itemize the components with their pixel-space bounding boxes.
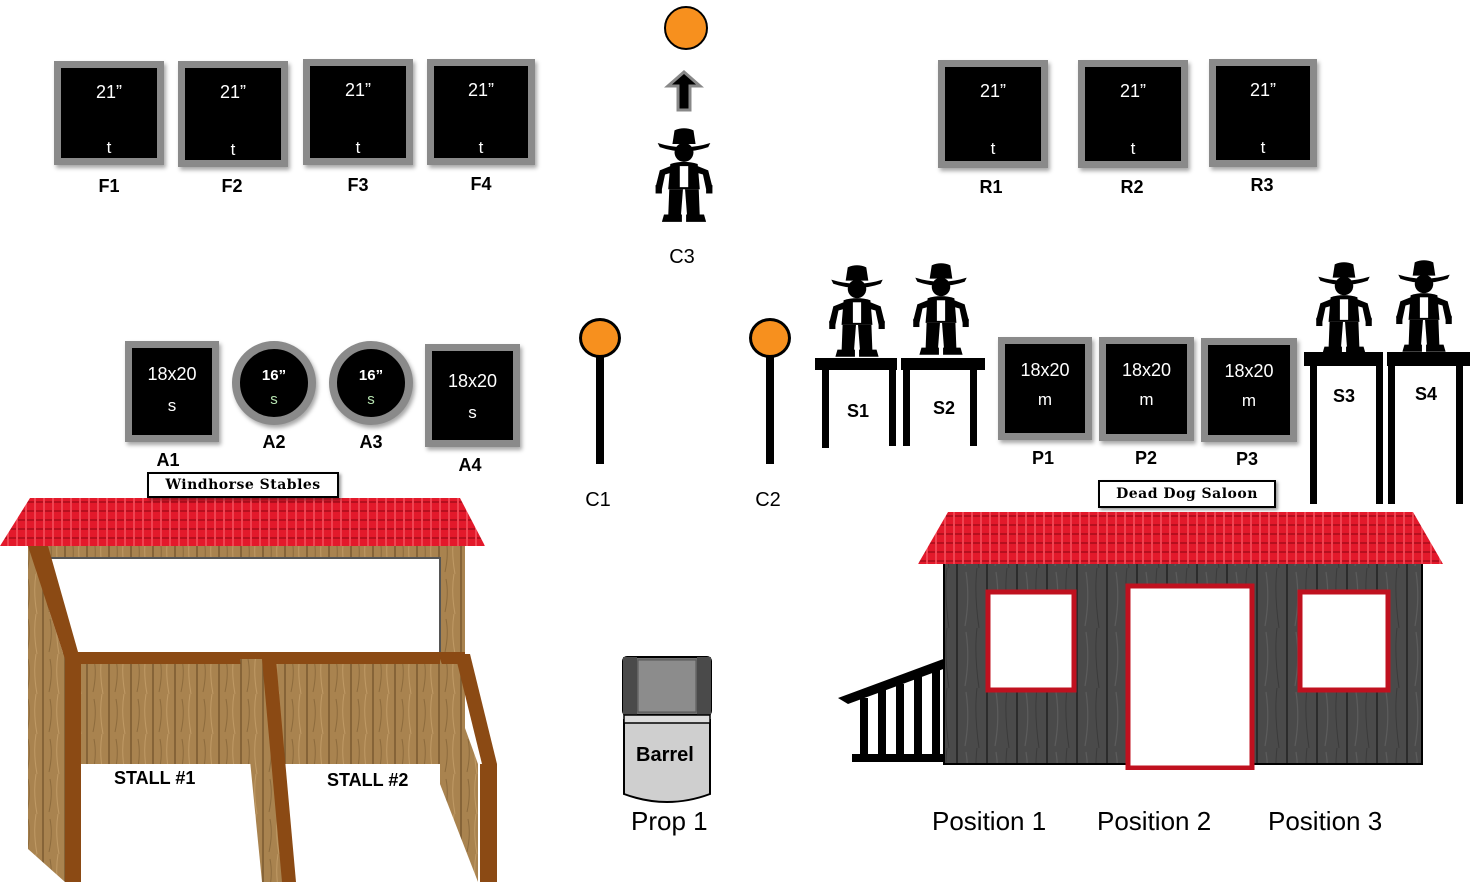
target-type: s	[367, 391, 375, 408]
target-size: 16”	[261, 367, 287, 384]
target-type: t	[1130, 139, 1136, 158]
label-f2: F2	[221, 176, 243, 196]
arrow-up-icon	[664, 70, 704, 112]
label-r2: R2	[1120, 177, 1144, 197]
target-size: 21”	[95, 82, 122, 102]
target-type: s	[468, 403, 477, 422]
target-type: t	[355, 138, 361, 157]
orange-plate-c1	[579, 318, 621, 358]
target-type: t	[1260, 138, 1266, 157]
target-type: s	[167, 396, 177, 415]
saloon-sign: Dead Dog Saloon	[1098, 480, 1276, 508]
target-f3: 21” t	[303, 59, 413, 165]
label-p3: P3	[1235, 449, 1259, 469]
cowboy-target-s4	[1388, 256, 1460, 354]
stand-s1-s2	[815, 358, 985, 448]
target-r1: 21” t	[938, 60, 1048, 168]
label-p1: P1	[1031, 448, 1055, 468]
target-size: 21”	[1119, 81, 1146, 101]
target-p2: 18x20 m	[1099, 337, 1194, 441]
target-a1: 18x20 s	[125, 341, 219, 442]
target-type: t	[230, 140, 236, 159]
label-f3: F3	[347, 175, 369, 195]
target-f1: 21” t	[54, 61, 164, 165]
position-1-label: Position 1	[932, 806, 1047, 836]
target-type: s	[270, 391, 278, 408]
stall-2-label: STALL #2	[327, 770, 409, 790]
target-a4: 18x20 s	[425, 344, 520, 447]
target-f2: 21” t	[178, 61, 288, 167]
stall-1-label: STALL #1	[114, 768, 196, 788]
orange-plate-c3	[664, 6, 708, 50]
label-c2: C2	[755, 489, 781, 511]
label-c3: C3	[669, 246, 695, 268]
cowboy-target-s3	[1308, 258, 1380, 356]
label-s4: S4	[1414, 384, 1438, 404]
label-s2: S2	[932, 398, 956, 418]
target-size: 21”	[219, 82, 246, 102]
label-f4: F4	[470, 174, 492, 194]
label-a1: A1	[156, 450, 180, 470]
target-size: 21”	[1249, 80, 1276, 100]
label-f1: F1	[98, 176, 120, 196]
target-size: 21”	[344, 80, 371, 100]
target-size: 18x20	[447, 371, 498, 391]
position-2-label: Position 2	[1097, 806, 1212, 836]
barrel-icon	[622, 656, 712, 803]
target-type: t	[478, 138, 484, 157]
barrel-label: Barrel	[636, 744, 694, 766]
target-a3: 16” s	[329, 341, 413, 425]
target-r3: 21” t	[1209, 59, 1317, 167]
saloon-building	[838, 512, 1443, 770]
target-p1: 18x20 m	[998, 337, 1092, 440]
label-r3: R3	[1250, 175, 1274, 195]
target-type: t	[106, 138, 112, 157]
target-r2: 21” t	[1078, 60, 1188, 168]
target-size: 18x20	[1020, 360, 1070, 380]
target-type: t	[990, 139, 996, 158]
target-f4: 21” t	[427, 59, 535, 165]
stand-s3-s4	[1304, 352, 1470, 504]
target-size: 18x20	[1224, 361, 1274, 381]
target-type: m	[1037, 390, 1053, 409]
label-a3: A3	[359, 432, 383, 452]
label-a2: A2	[262, 432, 286, 452]
label-s1: S1	[846, 401, 870, 421]
pole-c1	[596, 350, 604, 464]
label-p2: P2	[1134, 448, 1158, 468]
target-size: 18x20	[1121, 360, 1172, 380]
cowboy-target-c3	[645, 124, 723, 224]
target-size: 21”	[467, 80, 494, 100]
label-r1: R1	[979, 177, 1003, 197]
label-s3: S3	[1332, 386, 1356, 406]
target-size: 18x20	[147, 364, 197, 384]
stable-building	[0, 498, 497, 882]
stable-sign: Windhorse Stables	[147, 472, 339, 498]
target-size: 16”	[358, 367, 384, 384]
pole-c2	[766, 350, 774, 464]
orange-plate-c2	[749, 318, 791, 358]
target-type: m	[1139, 390, 1154, 409]
position-3-label: Position 3	[1268, 806, 1383, 836]
cowboy-target-s1	[821, 261, 893, 359]
prop-1-caption: Prop 1	[631, 806, 708, 836]
target-type: m	[1241, 391, 1257, 410]
target-size: 21”	[979, 81, 1006, 101]
label-c1: C1	[585, 489, 611, 511]
label-a4: A4	[458, 455, 482, 475]
target-p3: 18x20 m	[1201, 338, 1297, 442]
target-a2: 16” s	[232, 341, 316, 425]
cowboy-target-s2	[905, 259, 977, 357]
